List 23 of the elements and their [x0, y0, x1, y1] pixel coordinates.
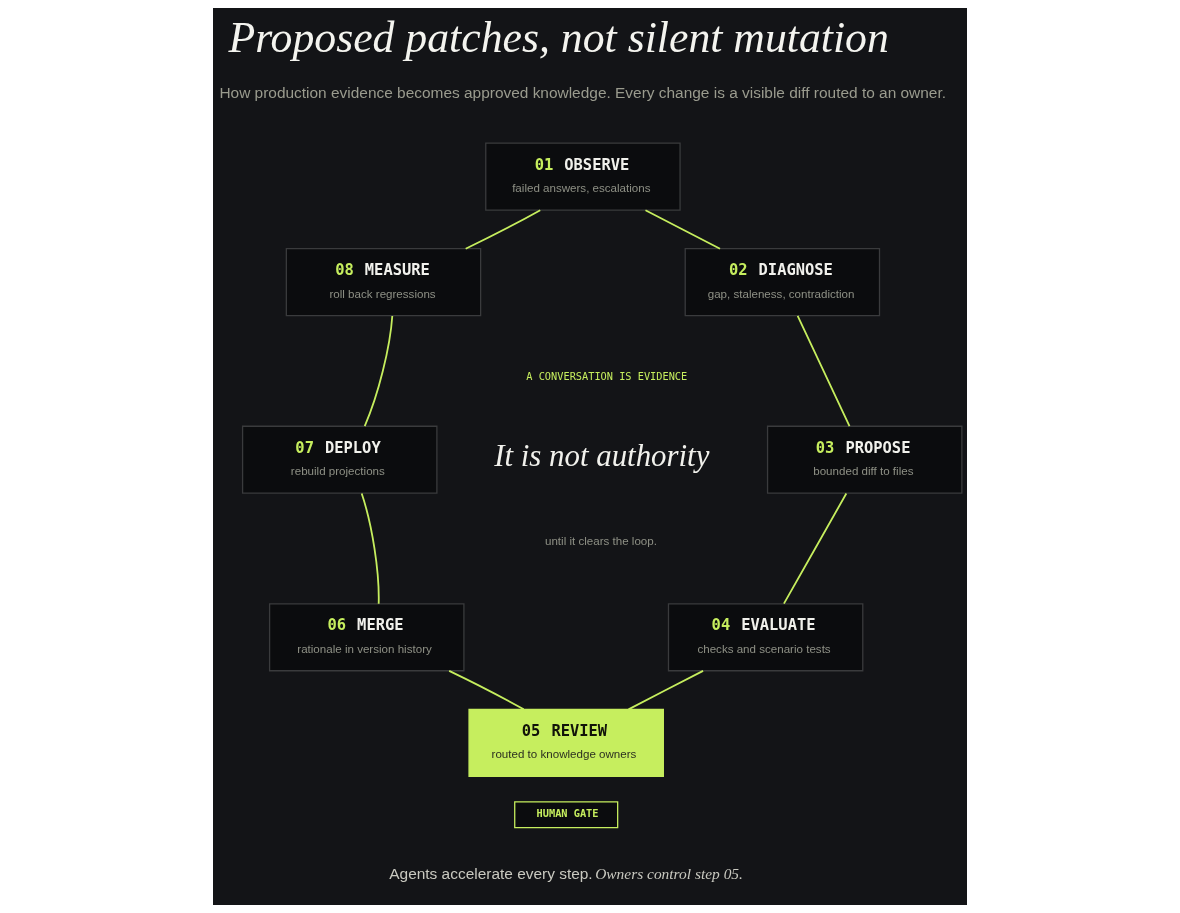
- connector: [464, 209, 542, 250]
- node-box: HUMAN GATE: [514, 801, 619, 829]
- label: Agents accelerate every step. Owners control step 05.: [389, 865, 743, 883]
- node-box: 06 MERGE rationale in version history: [268, 603, 465, 672]
- diagram-title: Proposed patches, not silent mutation: [228, 13, 889, 62]
- connector: [644, 209, 721, 250]
- node-box: 05 REVIEW routed to knowledge owners: [468, 708, 664, 777]
- connector: [627, 669, 704, 711]
- node-box: 02 DIAGNOSE gap, staleness, contradiction: [684, 248, 881, 317]
- node-box: 08 MEASURE roll back regressions: [285, 248, 482, 317]
- node-box: 03 PROPOSE bounded diff to files: [766, 425, 963, 494]
- connector: [363, 315, 394, 427]
- node-box: 07 DEPLOY rebuild projections: [241, 425, 438, 494]
- node-box: 04 EVALUATE checks and scenario tests: [667, 603, 864, 672]
- node-box: 01 OBSERVE failed answers, escalations: [485, 142, 681, 211]
- label: A CONVERSATION IS EVIDENCE: [526, 369, 688, 382]
- connector: [360, 492, 380, 605]
- label: until it clears the loop.: [544, 534, 657, 547]
- connector: [796, 315, 851, 427]
- connector: [448, 669, 525, 711]
- label: It is not authority: [494, 438, 710, 474]
- connector: [783, 492, 848, 605]
- label: How production evidence becomes approved knowledge. Every change is a visible diff routed to an owner.: [219, 84, 947, 102]
